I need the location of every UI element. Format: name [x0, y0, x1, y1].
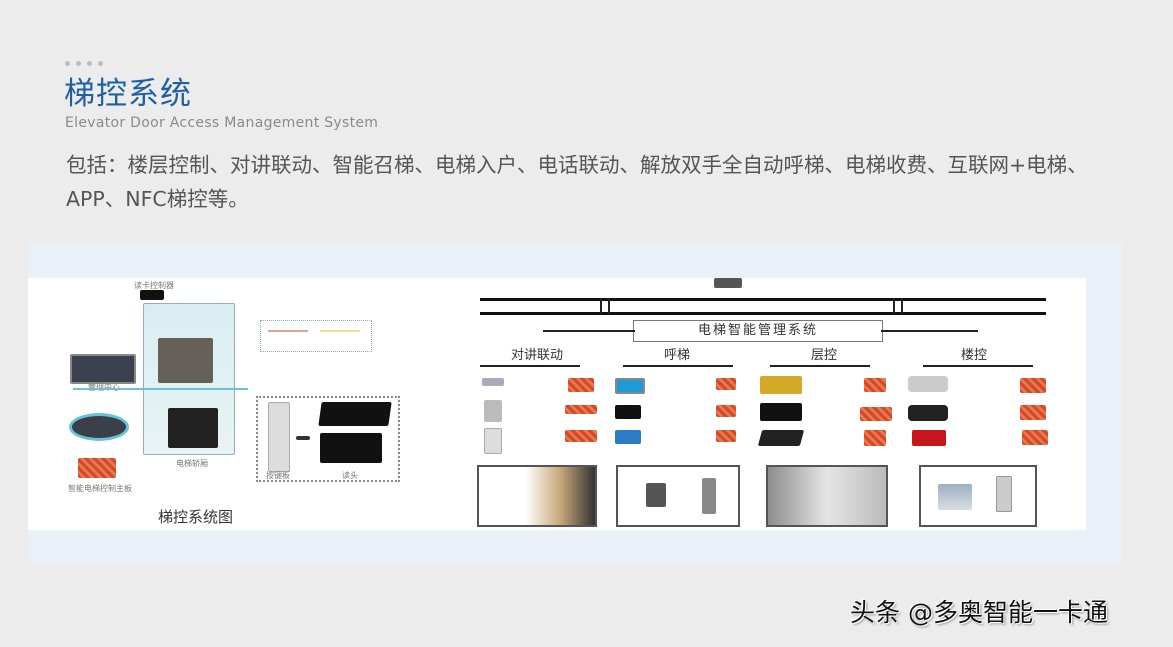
- control-board-image: [860, 407, 892, 421]
- management-center-label: 管理中心: [88, 382, 120, 393]
- page-subtitle: Elevator Door Access Management System: [65, 115, 379, 131]
- call-device-image: [615, 430, 641, 444]
- keypad-label: 按键板: [266, 471, 290, 480]
- building-device-image: [912, 430, 946, 446]
- diagram-canvas: 读卡控制器 管理中心 智能电梯控制主板 电梯轿厢 按键板 读头 梯控系统图: [28, 278, 1086, 530]
- elevator-floor-image: [168, 408, 218, 448]
- watermark: 头条 @多奥智能一卡通: [850, 598, 1108, 627]
- nfc-reader-image: [318, 402, 392, 426]
- branch-line-right: [881, 330, 978, 332]
- keypad-image: [268, 402, 290, 472]
- card-reader-label: 读卡控制器: [134, 281, 174, 290]
- control-board-image: [1022, 430, 1048, 445]
- management-center-image: [70, 354, 136, 384]
- reader-panel-label: 读头: [342, 471, 358, 480]
- control-board-image: [864, 430, 886, 446]
- control-board-image: [716, 405, 736, 417]
- control-board-label: 智能电梯控制主板: [68, 484, 132, 493]
- branch-bar: [480, 365, 580, 367]
- elevator-image: [938, 484, 972, 510]
- legend-line-red: [268, 330, 308, 332]
- building-device-image: [908, 376, 948, 392]
- control-board-image: [716, 378, 736, 390]
- reader-keypad-image: [320, 433, 382, 463]
- management-system-diagram: 电梯智能管理系统 对讲联动 呼梯 层控 楼控: [468, 278, 1086, 530]
- control-board-image: [1020, 405, 1046, 420]
- branch-line-left: [543, 330, 635, 332]
- intercom-device-image: [484, 400, 502, 422]
- floor-device-image: [760, 403, 802, 421]
- decorative-dots: [65, 61, 103, 66]
- branch-bar: [923, 365, 1033, 367]
- branch-bar: [770, 365, 870, 367]
- intercom-device-image: [484, 428, 502, 454]
- branch-intercom: 对讲联动: [511, 348, 564, 363]
- elevator-car-label: 电梯轿厢: [176, 459, 208, 468]
- branch-call-elevator: 呼梯: [664, 348, 691, 363]
- control-board-image: [716, 430, 736, 442]
- computer-icon: [714, 278, 742, 288]
- arrow-icon: [296, 436, 310, 440]
- floor-device-image: [757, 430, 805, 446]
- call-device-image: [615, 378, 645, 394]
- page-title: 梯控系统: [64, 76, 192, 112]
- door-image: [646, 483, 666, 507]
- diagram-panel: 读卡控制器 管理中心 智能电梯控制主板 电梯轿厢 按键板 读头 梯控系统图: [28, 243, 1122, 563]
- control-board-image: [78, 458, 116, 478]
- intercom-device-image: [482, 378, 504, 386]
- branch-bar: [623, 365, 733, 367]
- bus-link: [608, 298, 610, 314]
- network-bus-bottom: [480, 312, 1046, 315]
- link-line: [73, 388, 248, 390]
- building-device-image: [908, 405, 948, 421]
- floor-scene-image: [766, 465, 888, 527]
- call-scene-image: [616, 465, 740, 527]
- bus-link: [600, 298, 602, 314]
- control-board-image: [568, 378, 594, 392]
- bus-link: [901, 298, 903, 314]
- legend-box: [260, 320, 372, 352]
- system-box: 电梯智能管理系统: [633, 320, 883, 342]
- control-board-image: [864, 378, 886, 392]
- panel-image: [702, 478, 716, 514]
- feature-description: 包括：楼层控制、对讲联动、智能召梯、电梯入户、电话联动、解放双手全自动呼梯、电梯…: [66, 153, 1088, 211]
- control-board-image: [1020, 378, 1046, 393]
- control-board-image: [565, 405, 597, 414]
- bus-link: [893, 298, 895, 314]
- panel-image: [996, 476, 1012, 512]
- controller-image: [72, 416, 126, 438]
- keypad-box: [256, 396, 400, 482]
- elevator-system-diagram: 读卡控制器 管理中心 智能电梯控制主板 电梯轿厢 按键板 读头 梯控系统图: [28, 278, 468, 530]
- network-bus-top: [480, 298, 1046, 301]
- intercom-scene-image: [477, 465, 597, 527]
- legend-line-yellow: [320, 330, 360, 332]
- branch-building-control: 楼控: [961, 348, 988, 363]
- floor-device-image: [760, 376, 802, 394]
- call-device-image: [615, 405, 641, 419]
- elevator-door-image: [158, 338, 213, 383]
- diagram-caption: 梯控系统图: [158, 508, 234, 526]
- card-reader-image: [140, 290, 164, 300]
- branch-floor-control: 层控: [811, 348, 838, 363]
- building-scene-image: [919, 465, 1037, 527]
- control-board-image: [565, 430, 597, 442]
